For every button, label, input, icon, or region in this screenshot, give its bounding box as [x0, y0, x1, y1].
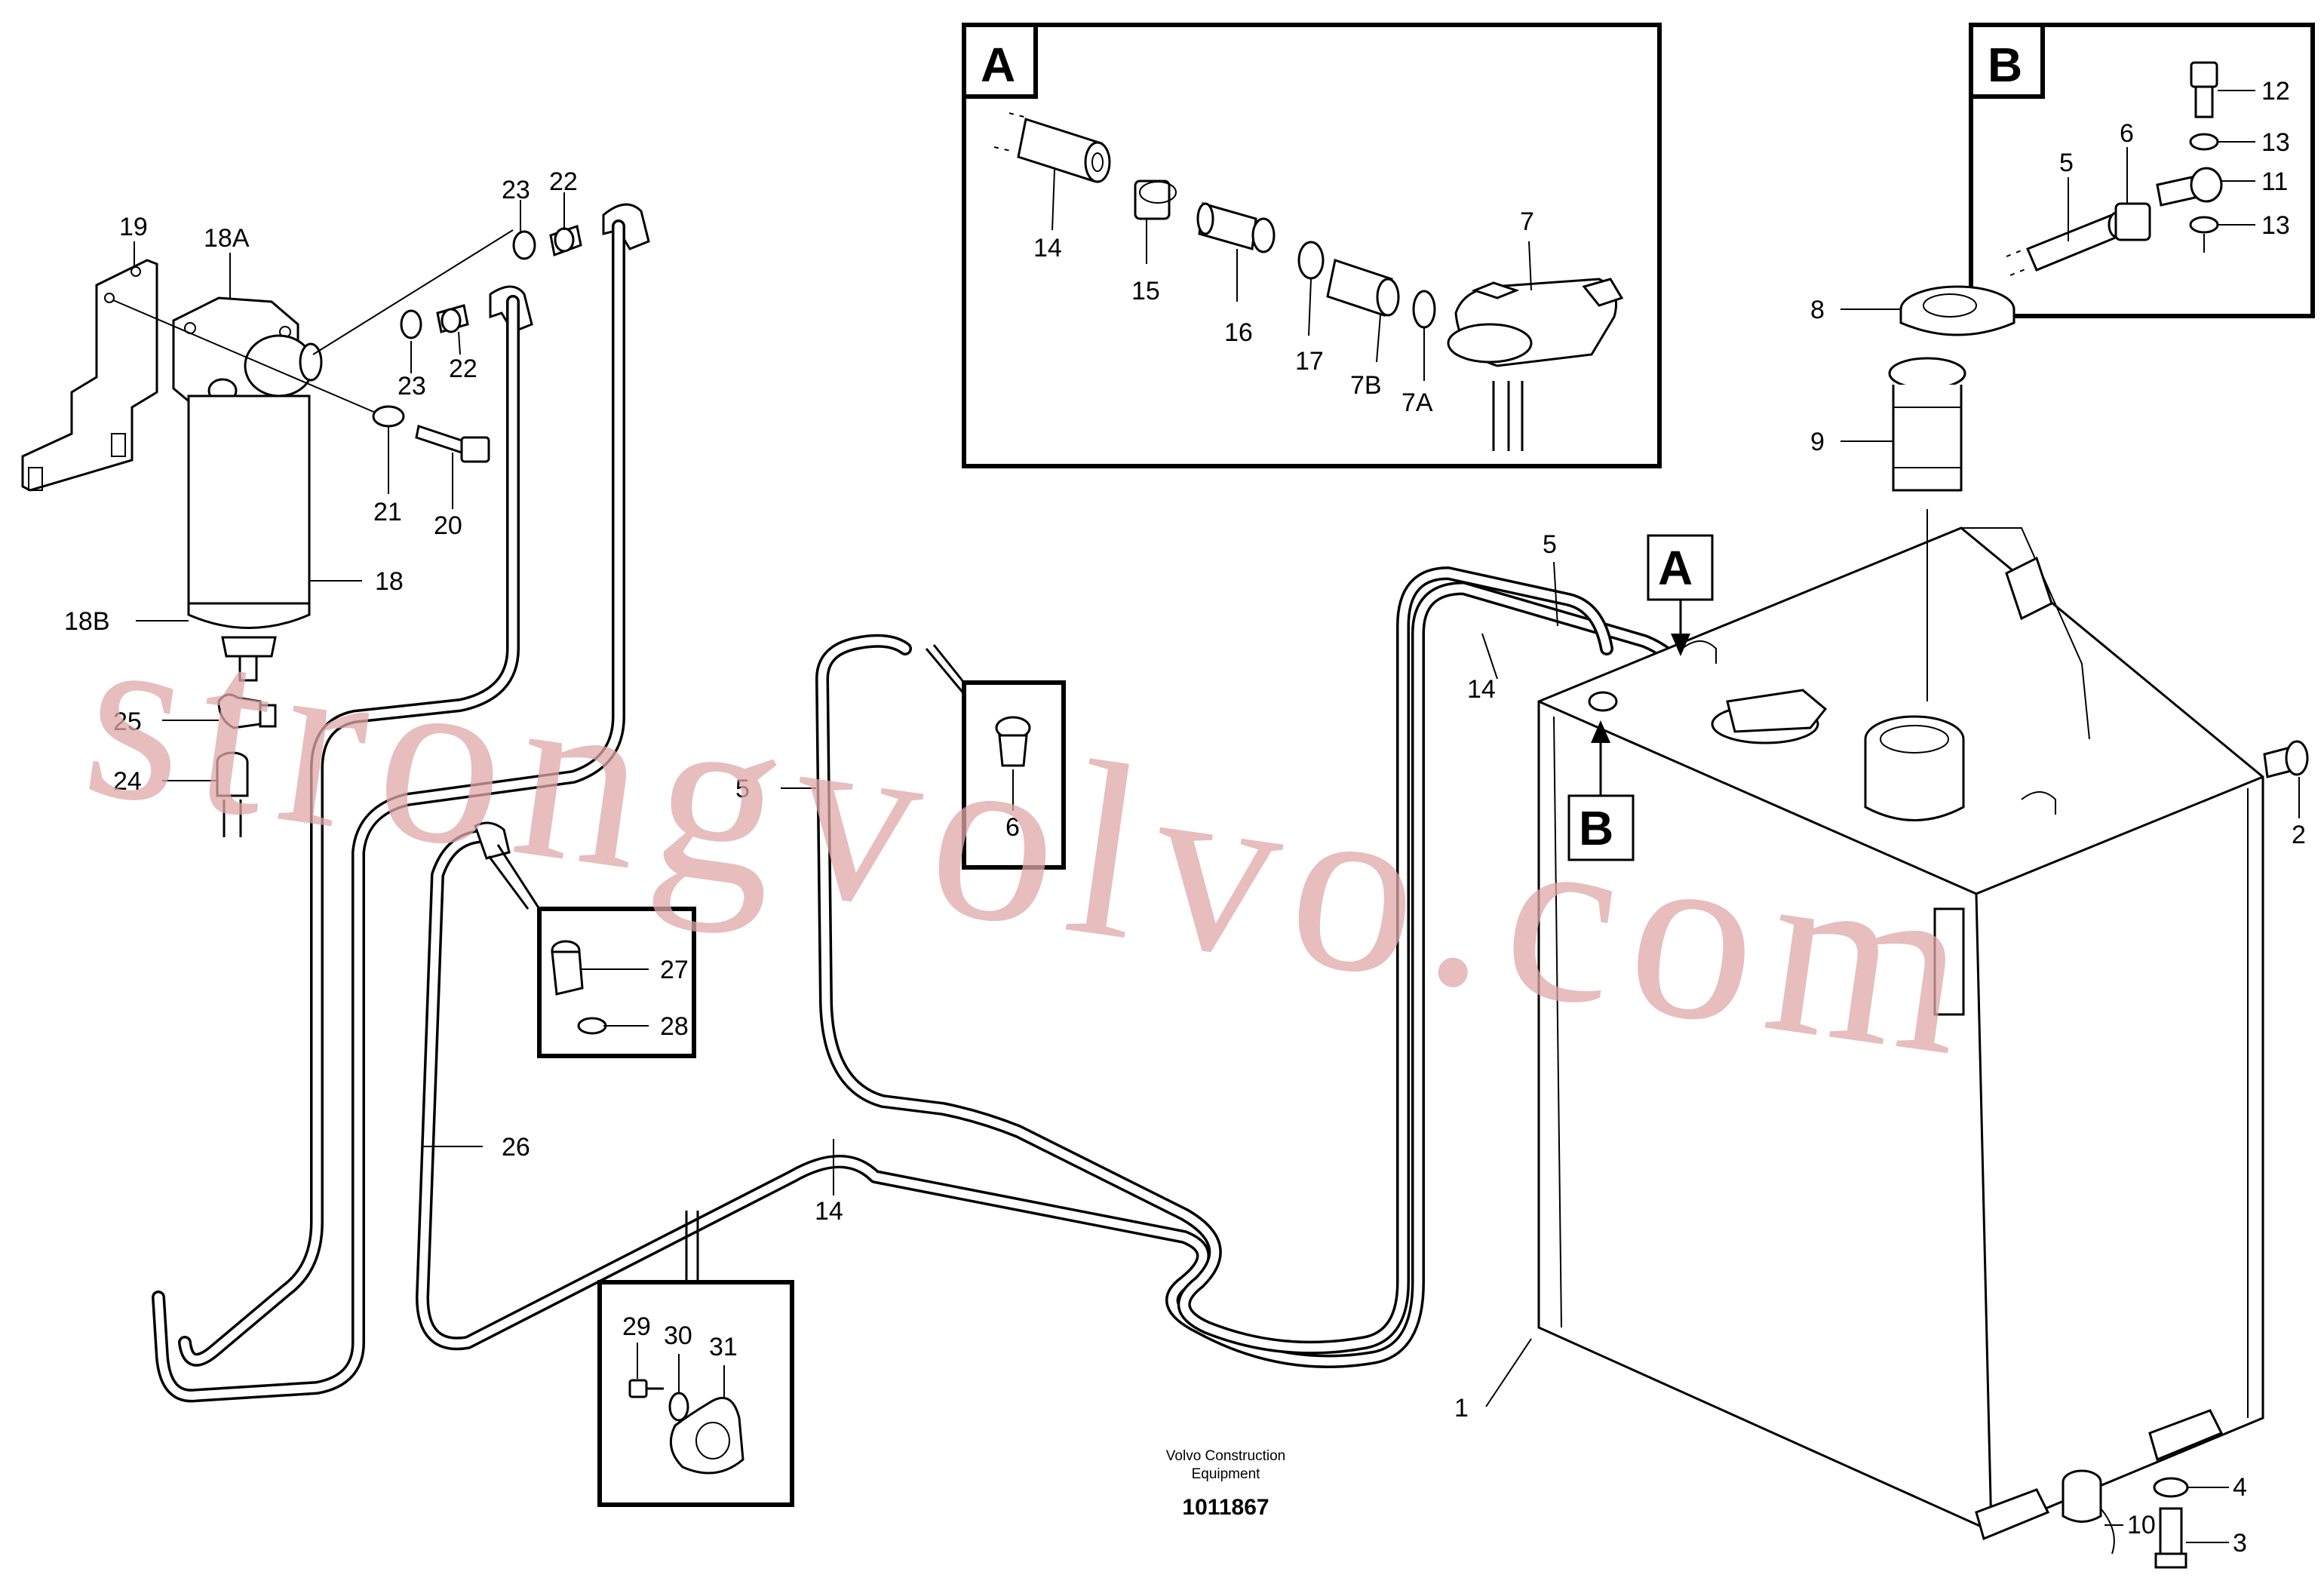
- callout-22-lower: 22: [449, 354, 477, 383]
- inset-A-tag: [962, 23, 1038, 99]
- callout-B-13-lower: 13: [2261, 211, 2290, 240]
- callout-9: 9: [1810, 428, 1825, 456]
- callout-24: 24: [113, 767, 142, 796]
- callout-3: 3: [2233, 1529, 2247, 1558]
- callout-4: 4: [2233, 1473, 2247, 1502]
- callout-23-upper: 23: [502, 176, 530, 204]
- callout-18A: 18A: [204, 224, 250, 253]
- pointer-B-letter: B: [1579, 801, 1613, 855]
- callout-19: 19: [119, 213, 148, 241]
- inset-A-letter: A: [981, 38, 1015, 92]
- credit-line-2: Equipment: [1192, 1466, 1261, 1482]
- callout-25: 25: [113, 707, 142, 736]
- inset-A-frame: [962, 23, 1662, 468]
- callout-18B: 18B: [64, 607, 110, 636]
- callout-B-5: 5: [2059, 149, 2074, 177]
- callout-26: 26: [502, 1133, 530, 1162]
- callout-A-7A: 7A: [1401, 388, 1433, 417]
- drawing-credits: Volvo Construction Equipment 1011867: [1166, 1448, 1285, 1520]
- inset-B-frame: [1969, 23, 2315, 318]
- callout-21: 21: [373, 498, 402, 526]
- callout-14-tank: 14: [1467, 675, 1496, 704]
- callout-A-17: 17: [1295, 347, 1324, 376]
- fuel-tank: A B: [1481, 285, 2309, 1569]
- callout-B-11: 11: [2261, 167, 2288, 196]
- callout-A-16: 16: [1224, 318, 1253, 347]
- pointer-A-letter: A: [1658, 541, 1693, 595]
- callout-30: 30: [664, 1321, 692, 1350]
- fuel-filter-assembly: [21, 192, 650, 837]
- callout-labels: 19 18A 23 22 23 22 21 20 18 18B 25 24 26…: [64, 77, 2306, 1558]
- callout-18: 18: [375, 567, 404, 596]
- callout-A-15: 15: [1131, 277, 1160, 305]
- callout-A-14: 14: [1033, 234, 1062, 262]
- callout-B-13-upper: 13: [2261, 128, 2290, 157]
- callout-27: 27: [660, 956, 689, 984]
- callout-23-lower: 23: [398, 372, 426, 401]
- inset-B: B: [1969, 23, 2315, 318]
- callout-29: 29: [622, 1312, 651, 1341]
- callout-10: 10: [2127, 1511, 2156, 1539]
- callout-8: 8: [1810, 296, 1825, 324]
- callout-5-mid: 5: [735, 775, 750, 803]
- inset-B-tag: [1969, 23, 2045, 99]
- callout-20: 20: [434, 511, 462, 540]
- callout-5-tank: 5: [1543, 530, 1557, 559]
- callout-2: 2: [2292, 821, 2306, 849]
- callout-28: 28: [660, 1012, 689, 1041]
- callout-31: 31: [709, 1333, 738, 1361]
- drawing-number: 1011867: [1182, 1495, 1269, 1520]
- callout-14-low: 14: [815, 1197, 843, 1226]
- callout-B-6: 6: [2120, 119, 2134, 148]
- hoses: [152, 219, 1696, 1403]
- inset-B-letter: B: [1988, 38, 2022, 92]
- callout-B-12: 12: [2261, 77, 2290, 106]
- callout-6-mid: 6: [1005, 813, 1020, 842]
- callout-1: 1: [1454, 1394, 1469, 1423]
- callout-A-7: 7: [1520, 207, 1534, 236]
- credit-line-1: Volvo Construction: [1166, 1448, 1285, 1464]
- inset-A: A: [962, 23, 1662, 468]
- detail-callouts: [487, 644, 1066, 1507]
- callout-A-7B: 7B: [1350, 371, 1382, 400]
- callout-22-upper: 22: [549, 167, 578, 196]
